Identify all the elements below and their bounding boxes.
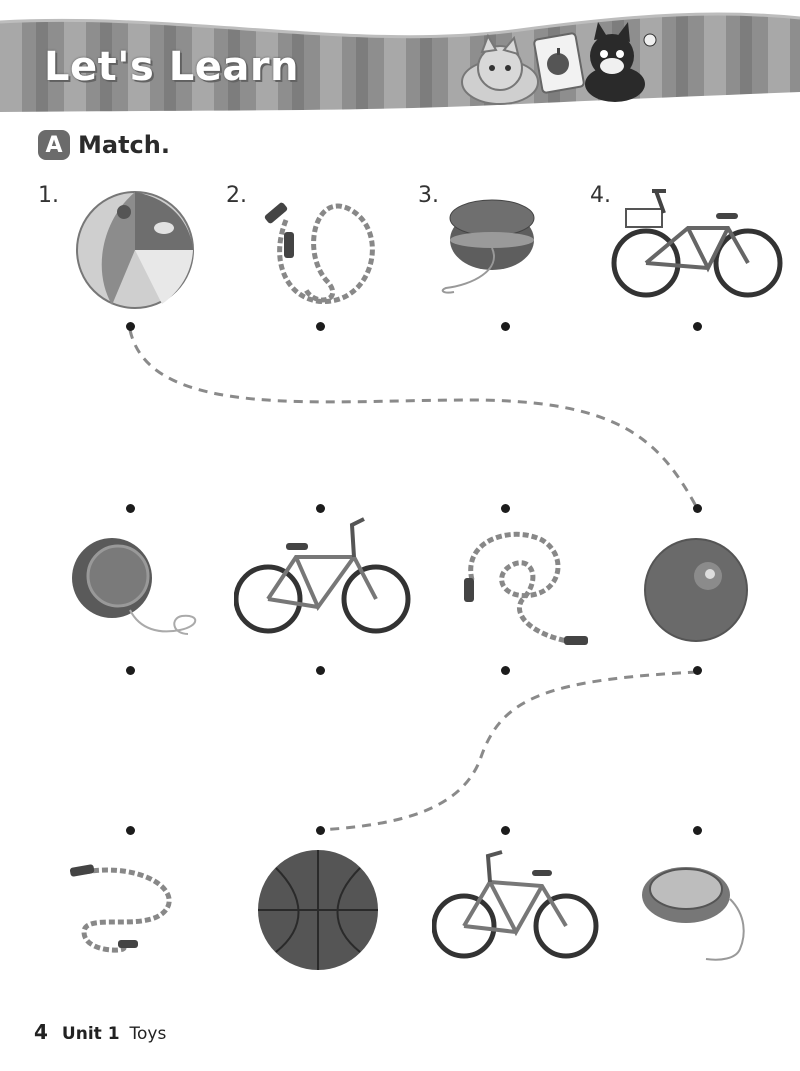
- section-instruction: Match.: [78, 131, 170, 159]
- match-dot[interactable]: [316, 322, 325, 331]
- item-number-3: 3.: [418, 183, 439, 208]
- lets-learn-banner: [0, 12, 800, 112]
- match-dot[interactable]: [126, 826, 135, 835]
- match-dot[interactable]: [316, 826, 325, 835]
- section-letter-badge: A: [38, 130, 70, 160]
- match-dot[interactable]: [693, 504, 702, 513]
- match-dot[interactable]: [501, 322, 510, 331]
- item-number-2: 2.: [226, 183, 247, 208]
- bicycle-icon[interactable]: [234, 515, 412, 637]
- match-dot[interactable]: [693, 322, 702, 331]
- bicycle-icon[interactable]: [432, 848, 600, 963]
- page-number: 4: [34, 1020, 48, 1044]
- item-number-4: 4.: [590, 183, 611, 208]
- page-footer: 4 Unit 1 Toys: [34, 1020, 166, 1044]
- ball-icon[interactable]: [642, 538, 752, 643]
- match-dot[interactable]: [501, 826, 510, 835]
- match-line-1: [128, 329, 699, 509]
- item-number-1: 1.: [38, 183, 59, 208]
- jump-rope-icon[interactable]: [452, 520, 592, 650]
- match-dot[interactable]: [316, 666, 325, 675]
- jump-rope-icon[interactable]: [256, 190, 386, 315]
- apple-card-icon: [533, 32, 585, 94]
- match-dot[interactable]: [693, 826, 702, 835]
- yo-yo-icon[interactable]: [432, 190, 552, 300]
- match-dot[interactable]: [126, 322, 135, 331]
- yo-yo-icon[interactable]: [636, 855, 766, 965]
- match-dot[interactable]: [316, 504, 325, 513]
- kitten-right-icon: [585, 22, 657, 102]
- kitten-left-icon: [461, 33, 539, 105]
- page-title: Let's Learn: [44, 44, 300, 90]
- match-dot[interactable]: [126, 504, 135, 513]
- unit-topic: Toys: [129, 1024, 167, 1044]
- yo-yo-icon[interactable]: [70, 530, 205, 645]
- match-dot[interactable]: [693, 666, 702, 675]
- bicycle-with-basket-icon[interactable]: [608, 183, 786, 303]
- jump-rope-icon[interactable]: [64, 852, 194, 962]
- beach-ball-icon[interactable]: [72, 190, 202, 310]
- section-heading: A Match.: [38, 130, 170, 160]
- unit-label: Unit 1: [61, 1024, 120, 1044]
- match-dot[interactable]: [126, 666, 135, 675]
- match-dot[interactable]: [501, 666, 510, 675]
- match-line-2: [319, 670, 698, 832]
- match-dot[interactable]: [501, 504, 510, 513]
- basketball-icon[interactable]: [256, 848, 384, 972]
